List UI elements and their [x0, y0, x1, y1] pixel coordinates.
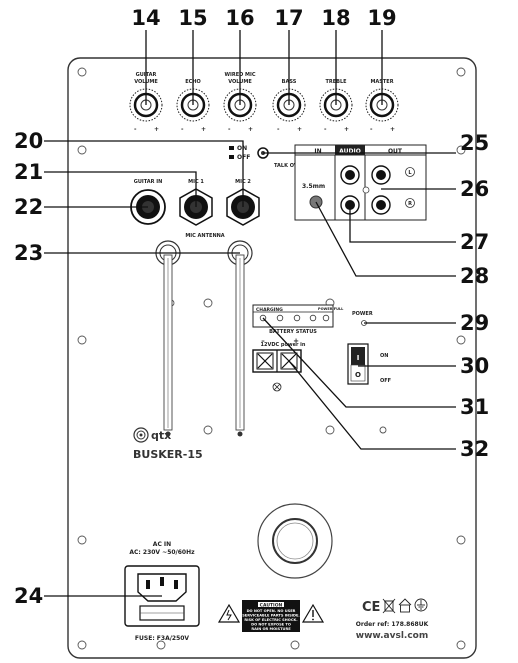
svg-text:-: - — [134, 126, 137, 133]
svg-text:+: + — [248, 126, 253, 133]
ground-screw — [272, 382, 282, 392]
callout-14: 14 — [131, 6, 160, 30]
ac-in-label: AC IN — [153, 541, 171, 548]
power-full-label: POWER FULL — [318, 307, 344, 311]
callout-26: 26 — [460, 177, 489, 201]
battery-status-panel — [252, 304, 334, 328]
warning-triangle-icon — [217, 603, 241, 623]
talk-over-off-marker — [229, 155, 234, 159]
caution-line-2: SERVICEABLE PARTS INSIDE. — [242, 614, 300, 618]
ce-mark: CE — [362, 600, 380, 615]
dc-power-in-label: 12VDC power in — [261, 342, 306, 348]
channel-l-marker — [405, 167, 415, 177]
ac-voltage-label: AC: 230V ~50/60Hz — [129, 549, 195, 556]
callout-23: 23 — [14, 241, 43, 265]
callout-18: 18 — [321, 6, 350, 30]
dc-plus-label: + — [293, 337, 299, 345]
channel-l-label: L — [408, 170, 412, 176]
port-tube — [257, 503, 333, 579]
callout-28: 28 — [460, 264, 489, 288]
guitar-in-label: GUITAR IN — [134, 179, 163, 185]
indoor-use-icon — [398, 598, 412, 613]
power-switch-i: I — [357, 354, 360, 362]
callout-29: 29 — [460, 311, 489, 335]
channel-r-label: R — [408, 201, 412, 207]
callout-31: 31 — [460, 395, 489, 419]
svg-text:+: + — [297, 126, 302, 133]
caution-line-5: RAIN OR MOISTURE — [251, 627, 291, 631]
callout-22: 22 — [14, 195, 43, 219]
caution-label — [242, 600, 300, 632]
talk-over-on-marker — [229, 146, 234, 150]
power-led-label: POWER — [352, 311, 373, 317]
qtx-logo-icon — [133, 427, 149, 443]
battery-status-label: BATTERY STATUS — [269, 329, 317, 335]
power-on-label: ON — [380, 353, 388, 359]
callout-30: 30 — [460, 354, 489, 378]
audio-in-left-rca[interactable] — [340, 165, 360, 185]
svg-text:-: - — [277, 126, 280, 133]
svg-text:-: - — [370, 126, 373, 133]
caution-line-1: DO NOT OPEN. NO USER — [247, 609, 296, 613]
audio-out-left-rca[interactable] — [371, 165, 391, 185]
svg-text:+: + — [344, 126, 349, 133]
channel-r-marker — [405, 198, 415, 208]
caution-line-3: RISK OF ELECTRIC SHOCK. — [244, 618, 297, 622]
svg-text:+: + — [154, 126, 159, 133]
callout-21: 21 — [14, 160, 43, 184]
mic-antenna-label: MIC ANTENNA — [185, 233, 224, 239]
audio-header-highlight — [335, 145, 365, 155]
svg-text:-: - — [324, 126, 327, 133]
callout-25: 25 — [460, 131, 489, 155]
dc-minus-label: – — [261, 337, 265, 345]
caution-title: CAUTION — [260, 603, 283, 609]
audio-title: AUDIO — [339, 148, 361, 155]
charging-label: CHARGING — [256, 307, 283, 313]
svg-text:-: - — [228, 126, 231, 133]
exclamation-triangle-icon — [301, 603, 325, 623]
order-ref: Order ref: 178.868UK — [356, 621, 429, 628]
svg-text:+: + — [390, 126, 395, 133]
audio-in-label: IN — [314, 148, 321, 155]
svg-text:-: - — [181, 126, 184, 133]
callout-16: 16 — [225, 6, 254, 30]
svg-text:+: + — [201, 126, 206, 133]
earth-ground-icon — [414, 598, 428, 612]
knob-range-signs: - + - + - + - + - + - + — [134, 126, 395, 133]
callout-27: 27 — [460, 230, 489, 254]
caution-line-4: DO NOT EXPOSE TO — [251, 623, 291, 627]
talk-over-label: TALK OVER — [274, 163, 305, 169]
talk-over-off-label: OFF — [237, 154, 250, 161]
callout-20: 20 — [14, 129, 43, 153]
fuse-label: FUSE: F3A/250V — [135, 635, 190, 642]
audio-out-right-rca[interactable] — [371, 195, 391, 215]
talk-over-on-label: ON — [237, 145, 247, 152]
leader-lines — [44, 30, 456, 597]
callout-24: 24 — [14, 584, 43, 608]
callout-32: 32 — [460, 437, 489, 461]
callout-19: 19 — [367, 6, 396, 30]
callout-15: 15 — [178, 6, 207, 30]
model-name: BUSKER-15 — [133, 448, 203, 461]
website: www.avsl.com — [356, 631, 428, 641]
audio-out-label: OUT — [388, 148, 403, 155]
callout-17: 17 — [274, 6, 303, 30]
power-switch-o: O — [355, 371, 361, 379]
brand-logo-text: qtx — [151, 429, 171, 442]
power-switch[interactable] — [347, 343, 369, 385]
jack-35mm-label: 3.5mm — [302, 183, 325, 190]
power-off-label: OFF — [380, 378, 391, 384]
dc-terminal-block[interactable] — [252, 349, 302, 373]
weee-bin-icon — [382, 598, 396, 614]
